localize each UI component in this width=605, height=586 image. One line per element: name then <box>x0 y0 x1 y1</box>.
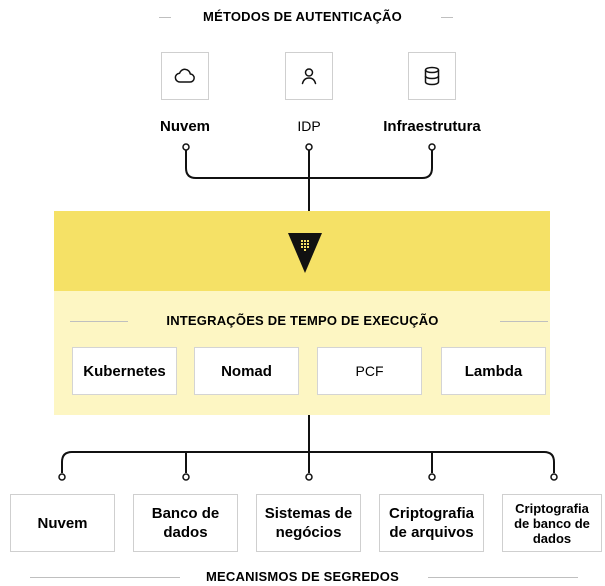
secret-engine-database: Banco de dados <box>133 494 238 552</box>
secrets-title-rule-left <box>30 577 180 578</box>
secret-engine-cloud: Nuvem <box>10 494 115 552</box>
cloud-icon <box>174 68 195 83</box>
auth-method-label-cloud: Nuvem <box>159 118 211 135</box>
vault-logo <box>288 233 322 273</box>
auth-section-title: MÉTODOS DE AUTENTICAÇÃO <box>203 9 402 24</box>
integrations-title-rule-left <box>70 321 128 322</box>
secret-engine-database-encryption: Criptografia de banco de dados <box>502 494 602 552</box>
auth-title-rule-right <box>441 17 453 18</box>
auth-method-label-idp: IDP <box>297 118 321 134</box>
integrations-section-title: INTEGRAÇÕES DE TEMPO DE EXECUÇÃO <box>166 313 439 328</box>
database-icon-box <box>408 52 456 100</box>
cloud-icon-box <box>161 52 209 100</box>
auth-method-label-infrastructure: Infraestrutura <box>383 118 481 135</box>
user-icon <box>301 68 317 85</box>
user-icon-box <box>285 52 333 100</box>
secret-engine-file-encryption: Criptografia de arquivos <box>379 494 484 552</box>
database-icon <box>424 66 440 86</box>
secret-engine-business-systems: Sistemas de negócios <box>256 494 361 552</box>
integration-lambda: Lambda <box>441 347 546 395</box>
integrations-title-rule-right <box>500 321 548 322</box>
integration-nomad: Nomad <box>194 347 299 395</box>
secrets-section-title: MECANISMOS DE SEGREDOS <box>206 569 399 584</box>
integration-kubernetes: Kubernetes <box>72 347 177 395</box>
secrets-title-rule-right <box>428 577 578 578</box>
integration-pcf: PCF <box>317 347 422 395</box>
auth-title-rule-left <box>159 17 171 18</box>
